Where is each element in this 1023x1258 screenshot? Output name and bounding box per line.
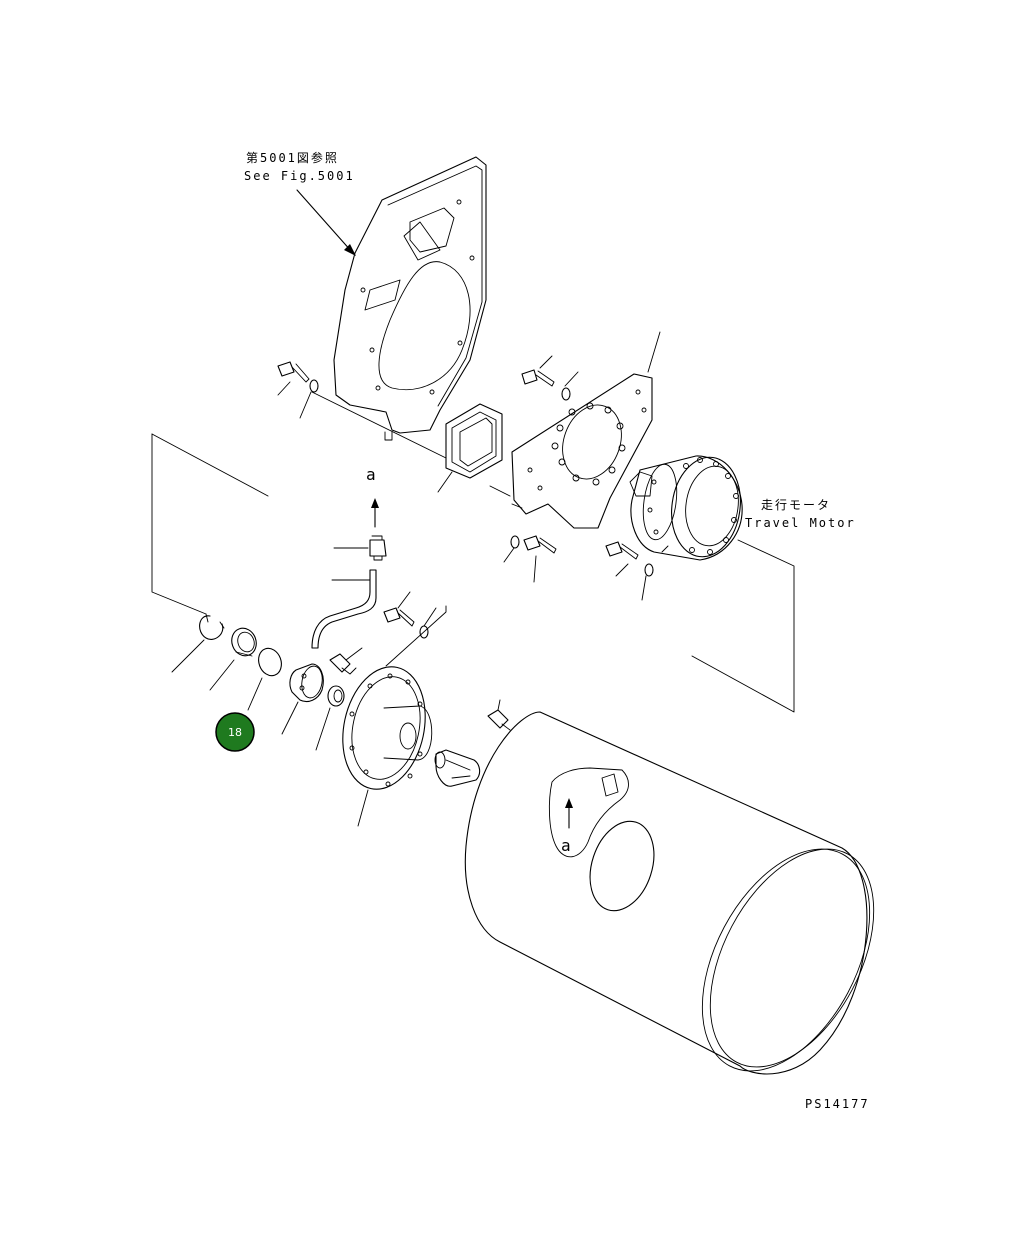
hub-washer — [419, 607, 437, 639]
plate-washer-upper — [561, 371, 579, 401]
motor-mounting-plate — [511, 331, 661, 529]
reference-arrow-drum — [565, 798, 573, 829]
hub-bolt — [383, 591, 415, 627]
see-fig-leader-arrow — [296, 189, 356, 256]
frame-side-plate — [333, 156, 487, 441]
plate-washer-lower — [503, 535, 520, 563]
elbow-fitting — [333, 535, 387, 561]
drum — [464, 711, 875, 1075]
snap-ring — [171, 613, 225, 673]
travel-motor — [629, 455, 743, 561]
bearing — [281, 663, 324, 735]
callout-18-number: 18 — [228, 726, 242, 739]
grease-tube — [311, 569, 377, 649]
grease-nipple — [329, 647, 363, 675]
see-fig-label-en: See Fig.5001 — [244, 169, 355, 183]
shaft — [434, 749, 481, 787]
travel-motor-label-jp: 走行モータ — [761, 498, 831, 512]
motor-washer — [641, 563, 654, 601]
callout-18[interactable]: 18 — [215, 712, 255, 752]
reference-a-top: a — [366, 465, 378, 484]
travel-motor-label-en: Travel Motor — [745, 516, 856, 530]
reference-arrow-top — [371, 498, 379, 528]
plate-bolt-upper — [521, 355, 555, 387]
assembly-reference-lines — [151, 391, 795, 713]
cover-plate — [437, 403, 503, 493]
frame-washer — [299, 379, 319, 419]
seal-retainer — [209, 627, 257, 691]
see-fig-label-jp: 第5001図参照 — [246, 150, 339, 165]
spacer — [315, 685, 345, 751]
plate-bolt-lower — [523, 535, 557, 583]
reference-a-drum: a — [561, 836, 573, 855]
drum-fitting — [487, 699, 511, 731]
motor-bolt — [605, 541, 639, 577]
drawing-number: PS14177 — [805, 1097, 870, 1111]
o-ring — [247, 647, 282, 711]
frame-bolt — [277, 361, 310, 396]
hub-flange — [342, 666, 433, 827]
